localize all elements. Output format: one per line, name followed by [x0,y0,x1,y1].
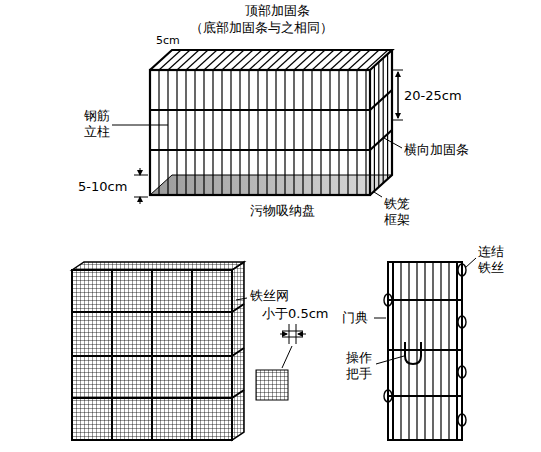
bar-stroke [248,70,249,195]
leader-lines [112,70,403,204]
bar-stroke [311,70,312,195]
dimension: 5cm [156,34,180,47]
part-name: 铁笼 框架 [384,196,414,227]
bar-stroke [378,62,379,187]
bar-stroke [203,70,204,195]
connecting-wire [384,264,466,426]
bar-stroke [249,50,271,70]
dimension: 5-10cm [78,179,127,195]
bar-stroke [204,50,226,70]
bar-stroke [321,50,343,70]
bar-stroke [330,50,352,70]
bar-stroke [374,66,375,191]
bar-stroke [338,70,339,195]
bar-stroke [383,58,384,183]
part-name: 顶部加固条 [245,3,310,19]
bar-stroke [348,50,370,70]
bar-stroke [266,70,267,195]
cage-frame [150,50,392,195]
bar-stroke [195,50,217,70]
note: （底部加固条与之相同） [190,20,333,36]
bar-stroke [221,70,222,195]
part-name: 横向加固条 [404,142,469,158]
bar-stroke [284,70,285,195]
bar-stroke [212,70,213,195]
bar-stroke [222,50,244,70]
bar-stroke [347,70,348,195]
bar-stroke [312,50,334,70]
bar-stroke [365,70,366,195]
bar-stroke [276,50,298,70]
bar-stroke [158,70,159,195]
bar-stroke [303,50,325,70]
bar-stroke [293,70,294,195]
part-name: 钢筋 立柱 [84,108,114,139]
bar-stroke [329,70,330,195]
door-handle [405,342,421,364]
bar-stroke [176,70,177,195]
bar-stroke [230,70,231,195]
bar-stroke [177,50,199,70]
bar-stroke [186,50,208,70]
dimension: 20-25cm [404,88,462,104]
bar-stroke [275,70,276,195]
bar-stroke [213,50,235,70]
part-name: 铁丝网 [250,288,289,304]
part-name: 污物吸纳盘 [250,203,315,219]
bar-stroke [320,70,321,195]
bar-stroke [285,50,307,70]
bar-stroke [357,50,379,70]
part-name: 连结 铁丝 [478,244,508,275]
bar-stroke [185,70,186,195]
bar-stroke [267,50,289,70]
bar-stroke [257,70,258,195]
bar-stroke [239,70,240,195]
cage-bars [159,50,388,195]
part-name: 操作 把手 [346,350,376,381]
bar-stroke [167,70,168,195]
mesh-cube [72,262,244,440]
dimension: 小于0.5cm [262,306,329,322]
bar-stroke [258,50,280,70]
leader-lines-door [374,258,476,364]
door-frame [388,262,462,440]
bar-stroke [194,70,195,195]
part-name: 门典 [342,310,368,326]
bar-stroke [294,50,316,70]
bar-stroke [231,50,253,70]
bar-stroke [356,70,357,195]
bar-stroke [168,50,190,70]
bar-stroke [240,50,262,70]
bar-stroke [387,54,388,179]
bar-stroke [366,50,388,70]
bar-stroke [339,50,361,70]
bar-stroke [302,70,303,195]
